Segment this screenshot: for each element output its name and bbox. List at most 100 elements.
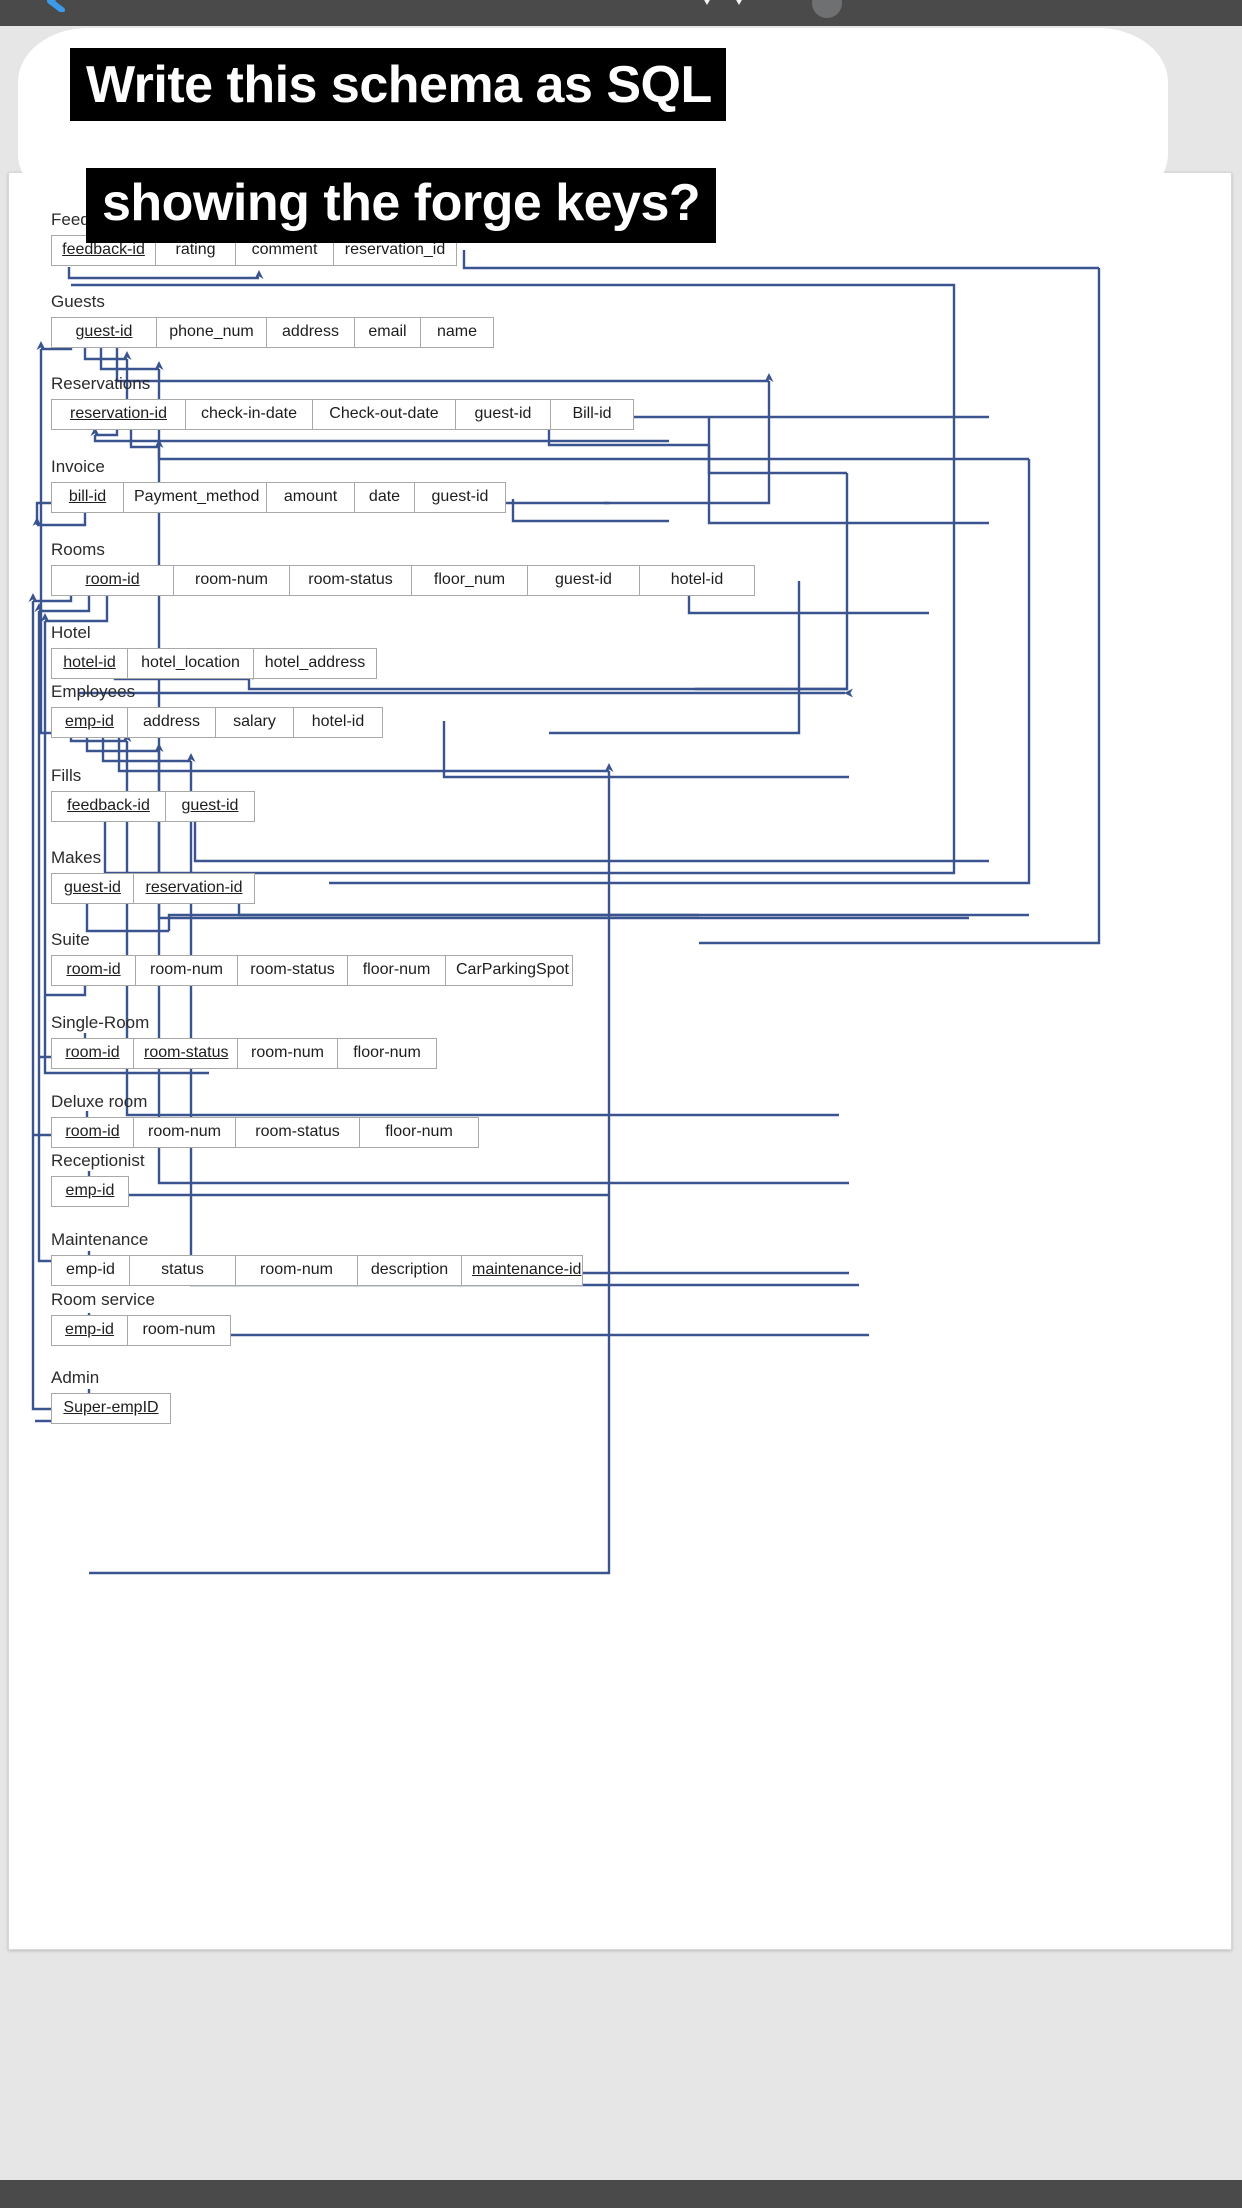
app-header-bar — [0, 0, 1242, 26]
attribute-field: status — [130, 1256, 236, 1285]
attribute-field: floor-num — [353, 1044, 421, 1061]
entity-title: Invoice — [51, 457, 105, 476]
attribute-field: Check-out-date — [313, 400, 456, 429]
attribute-field: room-status — [290, 566, 412, 595]
attribute-field: floor-num — [385, 1123, 453, 1140]
attribute-field: date — [355, 483, 415, 512]
attribute-field: room-status — [238, 956, 348, 985]
attribute-field: hotel-id — [311, 713, 365, 730]
overflow-icon[interactable] — [690, 0, 810, 10]
attribute-key: emp-id — [52, 1316, 128, 1345]
entity-title: Admin — [51, 1368, 100, 1387]
relationship-connectors — [28, 250, 1101, 1575]
attribute-key: Super-empID — [63, 1399, 159, 1416]
attribute-key: hotel-id — [52, 649, 128, 678]
entity-title: Suite — [51, 930, 90, 949]
attribute-field: check-in-date — [186, 400, 313, 429]
attribute-field: room-num — [236, 1256, 358, 1285]
back-arrow-icon[interactable] — [44, 0, 70, 12]
attribute-field: room-num — [136, 956, 238, 985]
attribute-field: email — [355, 318, 421, 347]
entity-title: Rooms — [51, 540, 105, 559]
attribute-field: room-num — [134, 1118, 236, 1147]
attribute-field: room-num — [174, 566, 290, 595]
entity-title: Reservations — [51, 374, 151, 393]
attribute-field: amount — [267, 483, 355, 512]
caption-overlay: Write this schema as SQL — [70, 48, 726, 122]
attribute-field: comment — [236, 236, 334, 265]
entity-title: Maintenance — [51, 1230, 149, 1249]
attribute-key: emp-id — [52, 708, 128, 737]
attribute-key: reservation-id — [52, 400, 186, 429]
entity-title: Hotel — [51, 623, 91, 642]
attribute-key: guest-id — [181, 797, 239, 814]
attribute-row: Super-empID — [51, 1393, 171, 1424]
attribute-field: floor_num — [412, 566, 528, 595]
attribute-key: feedback-id — [52, 236, 156, 265]
attribute-key: room-status — [134, 1039, 238, 1068]
document-page[interactable]: Feedbackfeedback-idratingcommentreservat… — [8, 172, 1232, 1950]
attribute-field: hotel-id — [670, 571, 724, 588]
entity-fills: Fills feedback-id guest-id — [51, 767, 255, 822]
attribute-field: rating — [156, 236, 236, 265]
attribute-field: description — [358, 1256, 462, 1285]
entity-room-service: Room service emp-id room-num — [51, 1291, 231, 1346]
attribute-field: phone_num — [157, 318, 267, 347]
attribute-field: address — [267, 318, 355, 347]
entity-title: Single-Room — [51, 1013, 150, 1032]
attribute-field: reservation_id — [344, 241, 446, 258]
attribute-key: emp-id — [65, 1182, 115, 1199]
entity-title: Receptionist — [51, 1151, 145, 1170]
caption-line-1: Write this schema as SQL — [86, 56, 712, 114]
caption-line-2: showing the forge keys? — [102, 174, 701, 232]
attribute-key: room-id — [52, 566, 174, 595]
attribute-key: guest-id — [52, 874, 134, 903]
attribute-row: emp-id room-num — [51, 1315, 231, 1346]
attribute-field: guest-id — [528, 566, 640, 595]
attribute-row: guest-id reservation-id — [51, 873, 255, 904]
attribute-field: emp-id — [52, 1256, 130, 1285]
caption-line-2-wrap: showing the forge keys? — [86, 168, 717, 244]
attribute-field: guest-id — [456, 400, 551, 429]
app-footer-bar — [0, 2180, 1242, 2208]
entity-title: Deluxe room — [51, 1092, 148, 1111]
entity-receptionist: Receptionist emp-id — [51, 1152, 145, 1207]
user-avatar[interactable] — [812, 0, 842, 18]
attribute-field: room-status — [236, 1118, 360, 1147]
attribute-key: feedback-id — [52, 792, 166, 821]
attribute-row: feedback-id guest-id — [51, 791, 255, 822]
attribute-key: bill-id — [52, 483, 124, 512]
attribute-key: reservation-id — [145, 879, 243, 896]
attribute-row: emp-id — [51, 1176, 129, 1207]
entity-title: Employees — [51, 682, 136, 701]
attribute-field: room-num — [142, 1321, 216, 1338]
attribute-field: room-num — [238, 1039, 338, 1068]
attribute-field: hotel_address — [264, 654, 366, 671]
attribute-key: maintenance-id — [472, 1261, 582, 1278]
entity-title: Room service — [51, 1290, 155, 1309]
schema-diagram: Feedbackfeedback-idratingcommentreservat… — [9, 173, 1231, 1949]
attribute-key: guest-id — [52, 318, 157, 347]
entity-title: Fills — [51, 766, 82, 785]
attribute-field: Bill-id — [572, 405, 612, 422]
attribute-key: room-id — [52, 1039, 134, 1068]
